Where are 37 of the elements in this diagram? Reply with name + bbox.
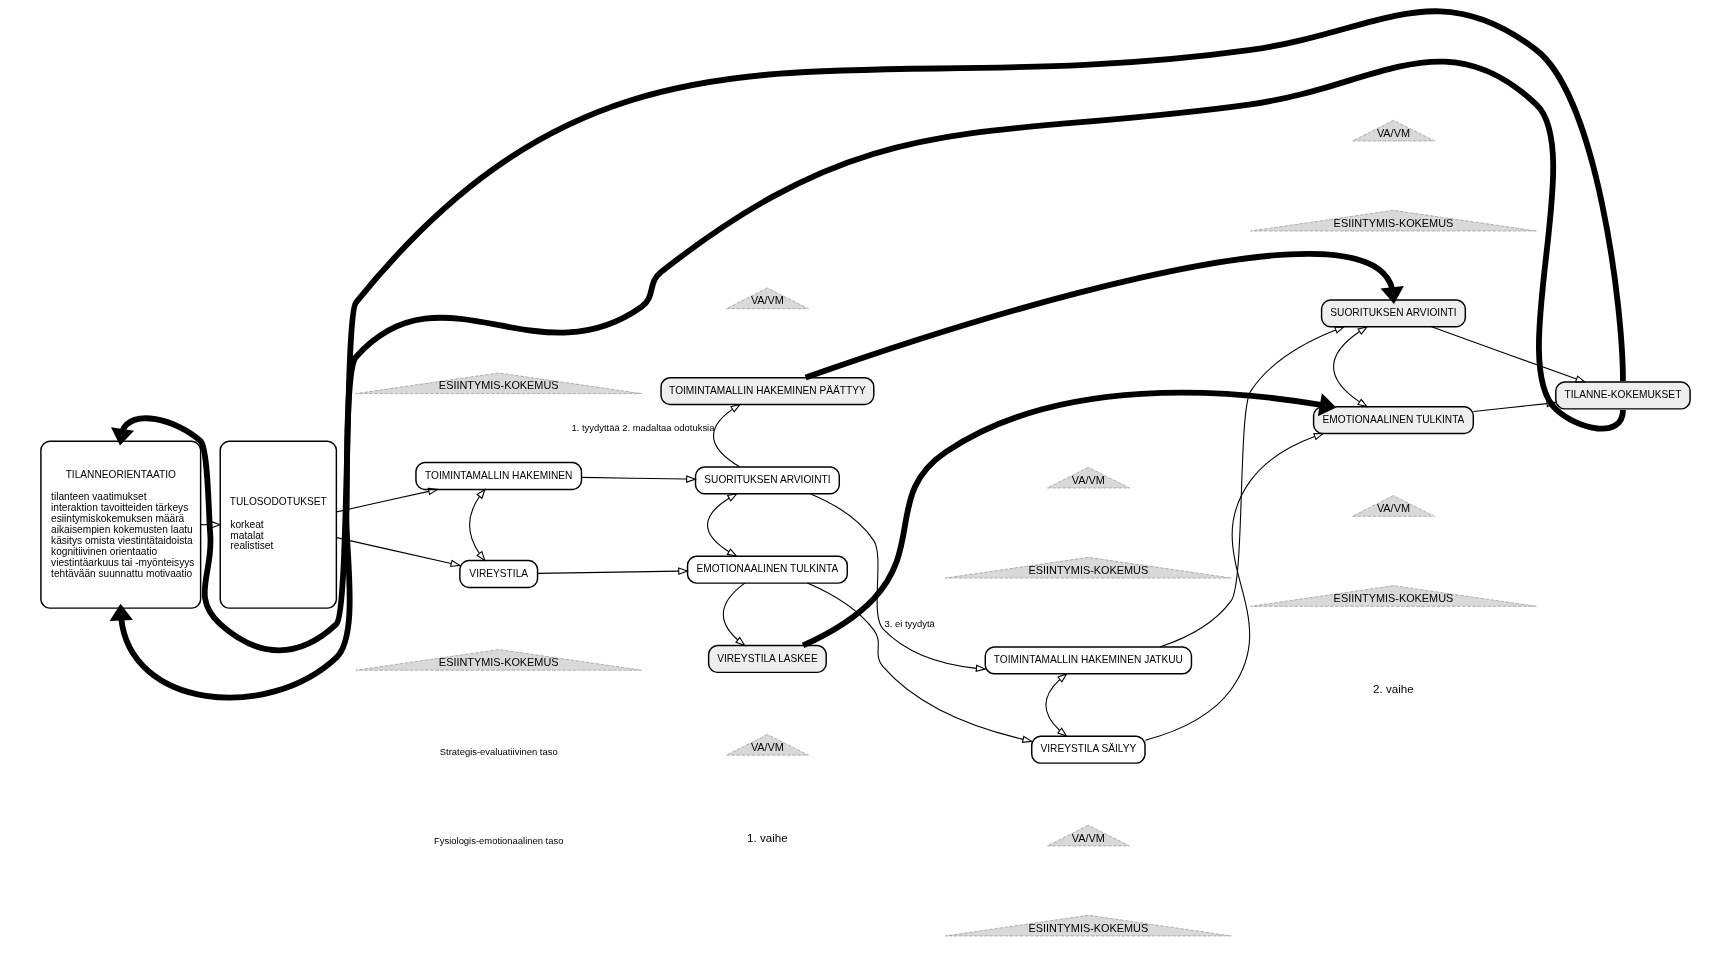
arrow xyxy=(713,403,742,468)
arrow xyxy=(722,582,746,647)
arrow xyxy=(806,582,1034,743)
arrow xyxy=(469,488,486,562)
arrow xyxy=(801,389,1337,649)
label: Fysiologis-emotionaalinen taso xyxy=(434,834,564,846)
arrow xyxy=(336,487,439,513)
arrow xyxy=(1431,326,1587,383)
node-box: TOIMINTAMALLIN HAKEMINEN PÄÄTTYY xyxy=(660,376,875,406)
node-box: TULOSODOTUKSET korkeat matalat realistiset xyxy=(219,440,338,609)
node-box: VIREYSTILA LASKEE xyxy=(707,644,827,674)
node-box: TOIMINTAMALLIN HAKEMINEN xyxy=(415,461,583,491)
arrow xyxy=(1333,326,1369,408)
arrow xyxy=(581,475,697,483)
arrow xyxy=(706,493,739,557)
arrow xyxy=(336,537,462,568)
arrow xyxy=(1045,672,1068,738)
node-box: EMOTIONAALINEN TULKINTA xyxy=(1312,405,1475,435)
node-box: TOIMINTAMALLIN HAKEMINEN JATKUU xyxy=(984,646,1193,675)
arrow xyxy=(1159,326,1346,648)
arrow xyxy=(1144,433,1325,741)
edge-label: 1. tyydyttää 2. madaltaa odotuksia xyxy=(571,422,715,434)
node-box: SUORITUKSEN ARVIOINTI xyxy=(694,466,840,495)
arrow xyxy=(537,567,690,575)
node-box: TILANNEORIENTAATIO tilanteen vaatimukset interaktion tavoitteiden tärkeys esiintymiskokemuksen määrä aikaisempien kokemusten laatu käsitys omista viestintätaidoista kognitiivinen orientaatio viestintäarkuus tai -myönteisyys tehtävään suunnattu motivaatio xyxy=(40,440,202,609)
arrow xyxy=(804,250,1404,381)
edge-label: 3. ei tyydytä xyxy=(884,617,935,629)
node-box: EMOTIONAALINEN TULKINTA xyxy=(686,555,848,584)
node-box: TILANNE-KOKEMUKSET xyxy=(1555,381,1691,410)
label: 1. vaihe xyxy=(747,830,788,844)
label: 2. vaihe xyxy=(1373,681,1414,695)
label: Strategis-evaluatiivinen taso xyxy=(439,746,558,758)
node-box: VIREYSTILA SÄILYY xyxy=(1031,735,1146,764)
node-box: VIREYSTILA xyxy=(459,559,539,589)
arrow xyxy=(1473,399,1558,413)
node-box: SUORITUKSEN ARVIOINTI xyxy=(1320,299,1467,328)
arrow xyxy=(810,493,987,673)
